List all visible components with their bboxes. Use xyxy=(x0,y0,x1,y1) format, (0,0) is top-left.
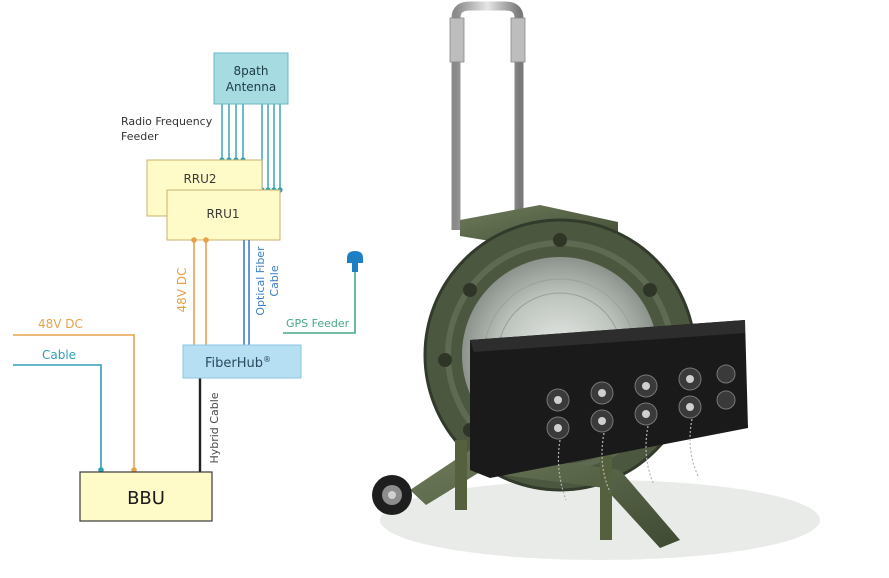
cable-left-label: Cable xyxy=(42,348,76,362)
dc-power-lines xyxy=(193,240,207,345)
cable-left-line xyxy=(13,364,102,470)
optical-fiber-label-line2: Cable xyxy=(268,265,281,296)
rf-feeder-label-line2: Feeder xyxy=(121,130,159,143)
gps-antenna-icon xyxy=(347,251,363,272)
antenna-box xyxy=(213,52,289,105)
fiberhub-box xyxy=(182,344,302,379)
fiberhub-mark: ® xyxy=(263,355,271,364)
dc-left-label: 48V DC xyxy=(38,317,83,331)
hybrid-cable-label: Hybrid Cable xyxy=(208,392,221,463)
rru2-label: RRU2 xyxy=(183,172,216,186)
antenna-label-line1: 8path xyxy=(234,64,269,78)
rru1-label: RRU1 xyxy=(206,207,239,221)
dc-dot-1 xyxy=(191,237,197,243)
bbu-label: BBU xyxy=(127,488,165,509)
dc-left-line xyxy=(13,334,135,470)
dc-vertical-label: 48V DC xyxy=(175,268,189,313)
antenna-label-line2: Antenna xyxy=(226,80,276,94)
dc-dot-2 xyxy=(203,237,209,243)
fiberhub-label: FiberHub® xyxy=(205,355,271,371)
rf-feeder-lines xyxy=(221,103,281,190)
fiberhub-name: FiberHub xyxy=(205,356,263,371)
rf-feeder-label-line1: Radio Frequency xyxy=(121,115,213,128)
gps-feeder-line xyxy=(283,270,356,334)
bbu-box xyxy=(79,471,213,522)
optical-fiber-lines xyxy=(243,240,250,345)
rru1-box xyxy=(166,189,281,241)
fiberhub-reel-photo xyxy=(372,1,820,560)
optical-fiber-label-line1: Optical Fiber xyxy=(254,246,267,316)
gps-feeder-label: GPS Feeder xyxy=(286,317,350,330)
